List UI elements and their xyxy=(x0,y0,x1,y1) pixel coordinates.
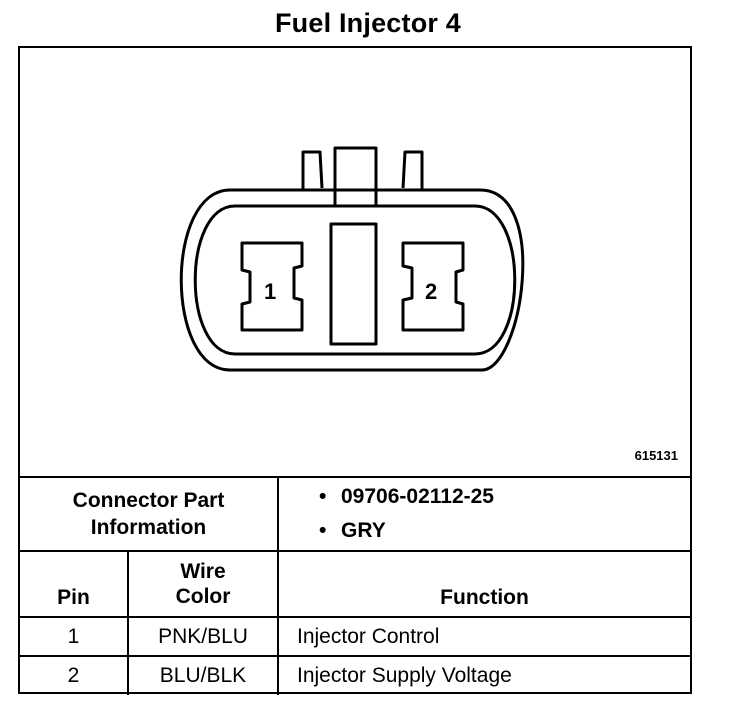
part-number: 09706-02112-25 xyxy=(319,480,690,514)
table-row: 1 PNK/BLU Injector Control xyxy=(20,616,690,657)
locking-tab-center xyxy=(333,146,378,205)
connector-part-info-list: 09706-02112-25 GRY xyxy=(319,480,690,548)
terminal-cavity-2 xyxy=(401,241,465,332)
header-function: Function xyxy=(277,550,690,618)
pin-cell: 2 xyxy=(20,655,129,695)
table-row: 2 BLU/BLK Injector Supply Voltage xyxy=(20,655,690,695)
connector-part-label: Connector Part Information xyxy=(72,489,225,539)
connector-info-table: Connector Part Information 09706-02112-2… xyxy=(20,476,690,695)
connector-face-drawing xyxy=(179,146,525,372)
header-pin: Pin xyxy=(20,550,129,618)
diagram-title: Fuel Injector 4 xyxy=(274,8,462,38)
connector-outer-shell xyxy=(179,188,525,372)
pin-label-1: 1 xyxy=(264,279,277,304)
header-wire-color: Wire Color xyxy=(127,550,279,618)
locking-tab-outer xyxy=(301,150,324,191)
locking-tab-outer-r xyxy=(401,150,424,191)
connector-part-row: Connector Part Information 09706-02112-2… xyxy=(20,476,690,552)
wire-color-cell: PNK/BLU xyxy=(127,616,279,657)
wire-color-cell: BLU/BLK xyxy=(127,655,279,695)
pin-cell: 1 xyxy=(20,616,129,657)
function-cell: Injector Supply Voltage xyxy=(277,655,690,695)
drawing-number: 615131 xyxy=(634,448,678,463)
connector-frame: 1 2 615131 Connector Part Information 09… xyxy=(18,46,692,695)
connector-color: GRY xyxy=(319,514,690,548)
connector-part-info-cell: 09706-02112-25 GRY xyxy=(277,476,690,552)
connector-inner-shell xyxy=(193,204,517,356)
connector-diagram: 1 2 615131 xyxy=(20,48,690,476)
table-header-row: Pin Wire Color Function xyxy=(20,550,690,618)
pin-label-2: 2 xyxy=(425,279,438,304)
connector-part-label-cell: Connector Part Information xyxy=(20,476,279,552)
terminal-cavity-1 xyxy=(240,241,304,332)
function-cell: Injector Control xyxy=(277,616,690,657)
center-divider xyxy=(329,222,378,346)
